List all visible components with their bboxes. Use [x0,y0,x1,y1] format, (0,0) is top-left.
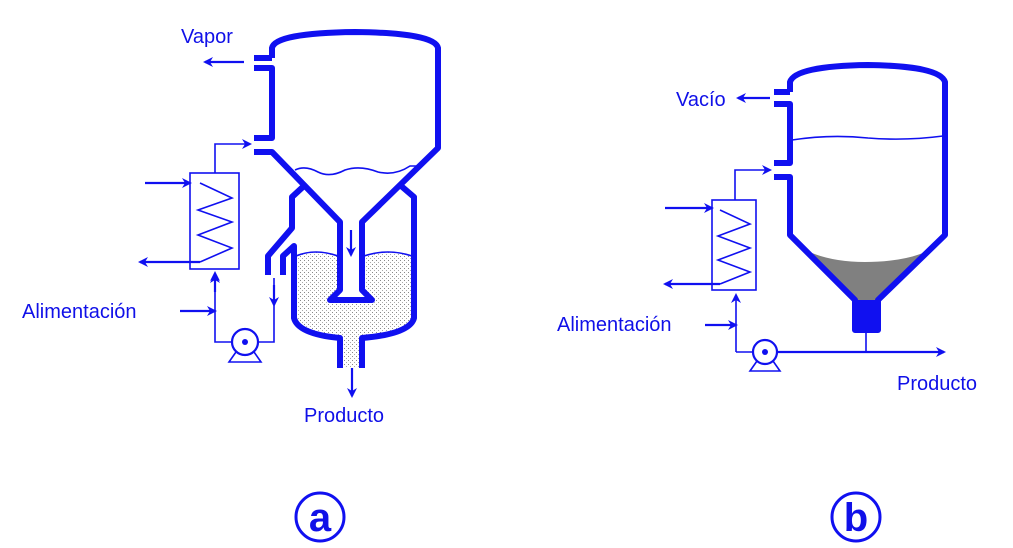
feed-label-b: Alimentación [557,314,672,336]
vapor-label: Vapor [181,26,233,48]
recirculation-line-b [734,165,772,200]
slurry-surface [295,251,413,257]
heating-coil-b [715,209,753,285]
letter-a: a [309,496,332,540]
recirculation-line-a [214,139,252,173]
vacuum-nozzle [774,89,793,166]
lower-vessel-wall-inner [280,243,343,368]
product-label-b: Producto [897,373,977,395]
product-outlet-b [855,300,878,330]
letter-a-circle [294,491,346,543]
settled-crystals [805,250,930,300]
diagram-b: Vacío Alimentación Producto b [557,62,977,543]
feed-label-a: Alimentación [22,301,137,323]
letter-b-circle [830,491,882,543]
vacuum-label: Vacío [676,89,726,111]
pump-icon [736,330,946,372]
liquid-surface-b [791,135,944,141]
product-label-a: Producto [304,405,384,427]
crystal-slurry [296,251,412,368]
vessel-body-a [254,29,441,303]
heat-exchanger-a [189,172,240,270]
heating-coil-a [195,182,235,263]
lower-vessel-wall-right [359,182,417,368]
liquid-surface-a [294,165,418,176]
lower-vessel-wall-left [265,182,308,275]
diagram-a: Vapor Alimentación Producto a [22,26,441,543]
letter-b: b [844,496,868,540]
heat-exchanger-b [711,199,757,291]
vapor-nozzle [254,55,275,141]
pump-icon [214,278,279,363]
